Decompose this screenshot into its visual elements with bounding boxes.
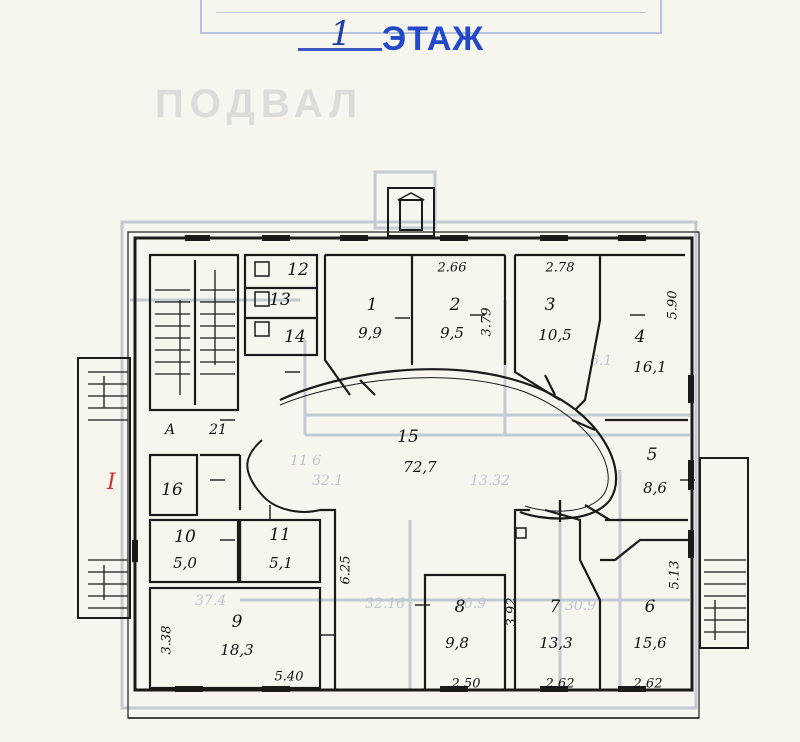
room-number-5: 5 xyxy=(646,445,658,465)
room-number-15: 15 xyxy=(397,427,419,447)
room-area-9: 18,3 xyxy=(220,641,254,659)
basement-ghost-label: ПОДВАЛ xyxy=(155,82,364,126)
floor-number: 1 xyxy=(330,14,352,54)
room-area-7: 13,3 xyxy=(539,634,573,652)
dimension-label: 6.25 xyxy=(338,555,354,585)
dimension-label: 2.78 xyxy=(545,260,575,276)
dimension-label: 3.79 xyxy=(479,307,495,337)
floor-number-underline xyxy=(298,48,382,51)
room-area-3: 10,5 xyxy=(538,326,572,344)
room-area-2: 9,5 xyxy=(440,324,464,342)
ghost-basement-numbers: 11 6 32.1 13.32 32.16 30.9 30.9 6.1 37.4 xyxy=(195,353,612,614)
svg-text:30.9: 30.9 xyxy=(565,598,596,614)
room-area-1: 9,9 xyxy=(358,324,382,342)
svg-text:13.32: 13.32 xyxy=(470,473,510,489)
stair-label-a: А xyxy=(164,422,176,438)
room-number-9: 9 xyxy=(231,612,243,632)
svg-text:32.1: 32.1 xyxy=(312,473,343,489)
stair-label-21: 21 xyxy=(209,422,227,438)
room-area-4: 16,1 xyxy=(633,358,667,376)
room-area-5: 8,6 xyxy=(643,479,667,497)
svg-text:37.4: 37.4 xyxy=(195,593,226,609)
room-number-6: 6 xyxy=(644,597,656,617)
floor-title: 1 ЭТАЖ xyxy=(290,12,530,62)
room-number-14: 14 xyxy=(284,327,306,347)
room-number-2: 2 xyxy=(449,295,461,315)
room-number-13: 13 xyxy=(269,290,291,310)
room-number-3: 3 xyxy=(544,295,556,315)
svg-text:30.9: 30.9 xyxy=(455,596,486,612)
dimension-label: 2.66 xyxy=(437,260,467,276)
room-number-4: 4 xyxy=(634,327,646,347)
dimension-label: 2.50 xyxy=(451,676,481,692)
room-number-8: 8 xyxy=(454,597,466,617)
floor-label: ЭТАЖ xyxy=(382,20,485,58)
room-area-11: 5,1 xyxy=(269,554,293,572)
interior-walls xyxy=(148,253,688,692)
dimension-label: 5.13 xyxy=(667,560,683,590)
sanitary-fixtures xyxy=(254,261,527,539)
door-marks xyxy=(210,314,695,636)
corridor-curve xyxy=(246,368,618,522)
svg-text:6.1: 6.1 xyxy=(590,353,612,369)
room-number-12: 12 xyxy=(287,260,309,280)
room-area-8: 9,8 xyxy=(445,634,469,652)
dimension-label: 5.90 xyxy=(665,290,681,320)
stamp-box xyxy=(200,0,662,34)
side-mark: I xyxy=(107,470,116,495)
dimension-label: 2.62 xyxy=(633,676,663,692)
room-area-6: 15,6 xyxy=(633,634,667,652)
stairs xyxy=(77,270,749,649)
dimension-label: 3.38 xyxy=(159,625,175,655)
svg-text:32.16: 32.16 xyxy=(365,596,405,612)
room-area-10: 5,0 xyxy=(173,554,197,572)
room-number-16: 16 xyxy=(161,480,183,500)
room-number-10: 10 xyxy=(174,527,196,547)
dimension-label: 5.40 xyxy=(274,669,304,685)
room-number-1: 1 xyxy=(366,295,378,315)
room-area-15: 72,7 xyxy=(403,458,437,476)
svg-text:11 6: 11 6 xyxy=(290,453,321,469)
dimension-label: 3.92 xyxy=(504,597,520,627)
room-number-11: 11 xyxy=(269,525,291,545)
chimney xyxy=(387,187,435,237)
dimension-label: 2.62 xyxy=(545,676,575,692)
room-number-7: 7 xyxy=(549,597,561,617)
